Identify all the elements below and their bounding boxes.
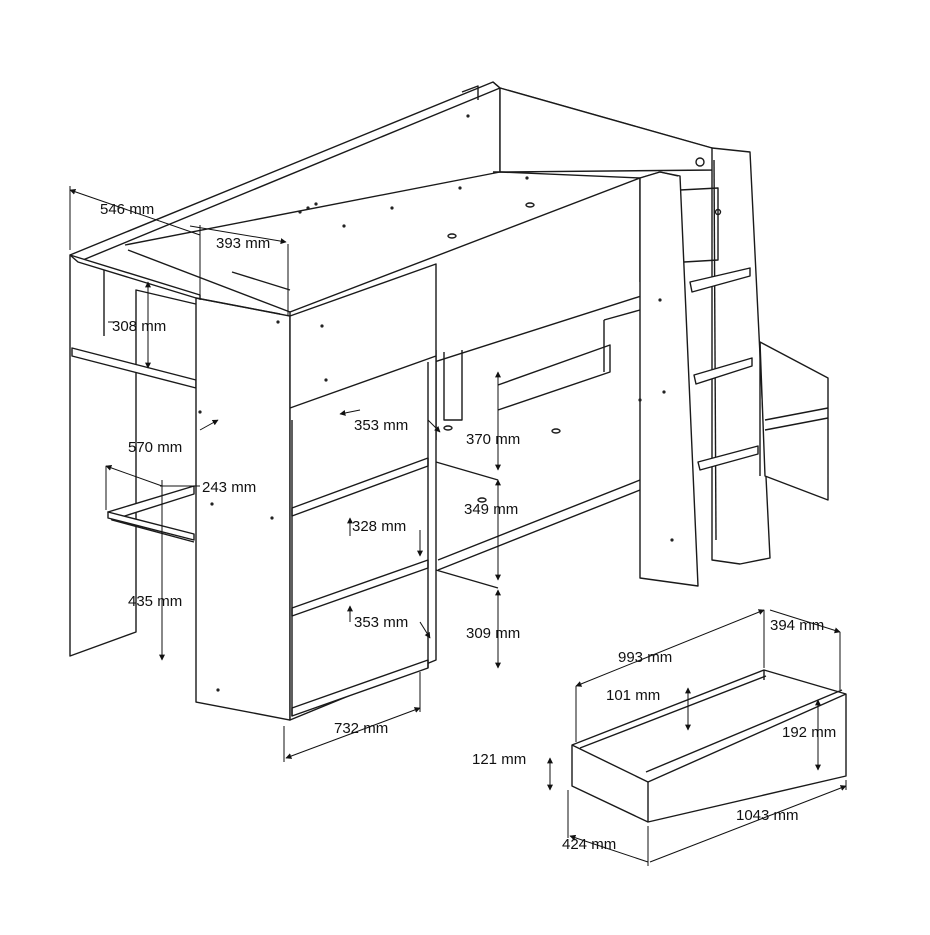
dim-192: 192 mm (782, 724, 836, 741)
dim-435: 435 mm (128, 593, 182, 610)
dim-349: 349 mm (464, 501, 518, 518)
dim-732: 732 mm (334, 720, 388, 737)
dimension-labels: 546 mm 393 mm 308 mm 570 mm 243 mm 435 m… (100, 201, 836, 853)
dim-308: 308 mm (112, 318, 166, 335)
dim-370: 370 mm (466, 431, 520, 448)
dim-353-top: 353 mm (354, 417, 408, 434)
dim-993: 993 mm (618, 649, 672, 666)
dim-353-bottom: 353 mm (354, 614, 408, 631)
dim-393: 393 mm (216, 235, 270, 252)
dim-424: 424 mm (562, 836, 616, 853)
dim-570: 570 mm (128, 439, 182, 456)
dim-243: 243 mm (202, 479, 256, 496)
dim-101: 101 mm (606, 687, 660, 704)
dim-328: 328 mm (352, 518, 406, 535)
dimension-lines (69, 186, 847, 866)
dim-546: 546 mm (100, 201, 154, 218)
dim-121: 121 mm (472, 751, 526, 768)
dim-1043: 1043 mm (736, 807, 799, 824)
dim-394: 394 mm (770, 617, 824, 634)
loft-bed-drawing (69, 81, 829, 721)
dim-309: 309 mm (466, 625, 520, 642)
